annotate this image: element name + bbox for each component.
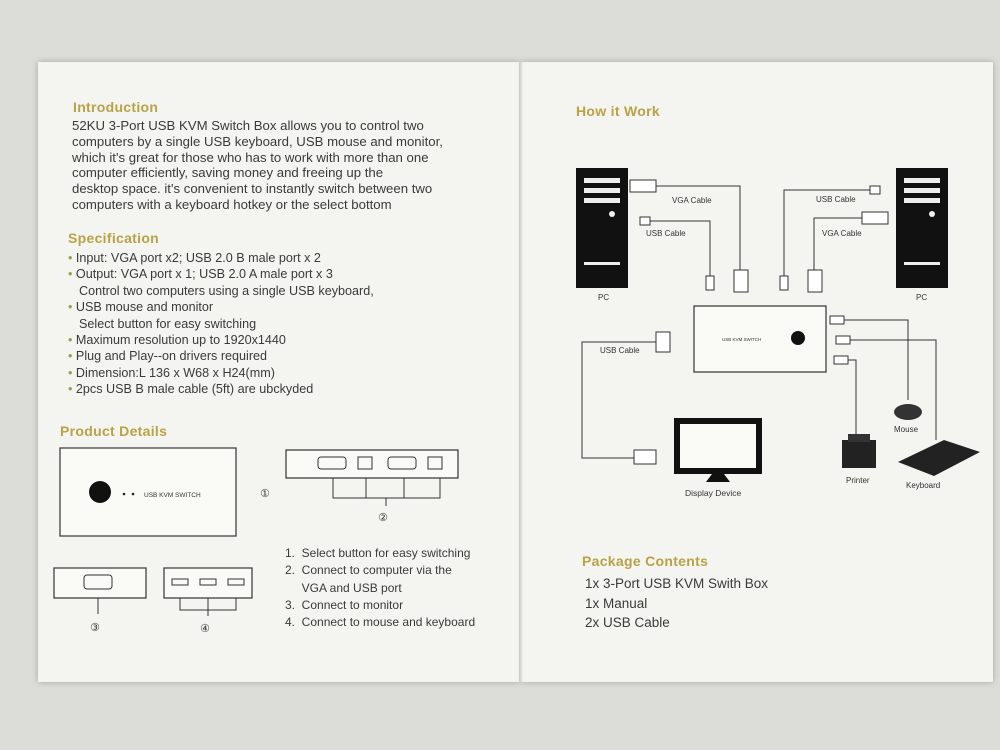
page-fold xyxy=(519,62,523,682)
spec-text: USB mouse and monitor xyxy=(75,300,214,315)
specification-heading: Specification xyxy=(68,230,160,246)
details-item: 4. Connect to mouse and keyboard xyxy=(285,615,476,630)
spec-text: Maximum resolution up to 1920x1440 xyxy=(75,333,286,348)
specification-list: • Input: VGA port x2; USB 2.0 B male por… xyxy=(68,250,374,398)
spec-text: Control two computers using a single USB… xyxy=(79,283,374,298)
spec-item: • Dimension:L 136 x W68 x H24(mm) xyxy=(68,365,374,381)
spec-item: • Output: VGA port x 1; USB 2.0 A male p… xyxy=(68,266,374,282)
introduction-text: 52KU 3-Port USB KVM Switch Box allows yo… xyxy=(72,118,443,213)
bullet-icon: • xyxy=(68,251,76,265)
bullet-icon: • xyxy=(68,365,76,380)
package-item: 2x USB Cable xyxy=(585,615,670,630)
intro-line: desktop space. it's convenient to instan… xyxy=(72,181,433,197)
intro-line: computer efficiently, saving money and f… xyxy=(72,165,384,181)
how-it-work-heading: How it Work xyxy=(576,103,660,119)
bullet-icon: • xyxy=(68,349,76,364)
spec-text: Output: VGA port x 1; USB 2.0 A male por… xyxy=(75,267,333,282)
details-list: 1. Select button for easy switching 2. C… xyxy=(285,545,475,631)
package-contents-heading: Package Contents xyxy=(582,553,709,569)
details-item: 1. Select button for easy switching xyxy=(285,546,471,560)
details-item: VGA and USB port xyxy=(285,580,402,595)
spec-item: • Plug and Play--on drivers required xyxy=(68,348,374,364)
bullet-icon: • xyxy=(68,267,76,282)
package-item: 1x Manual xyxy=(585,595,648,611)
spec-text: Input: VGA port x2; USB 2.0 B male port … xyxy=(75,251,321,265)
details-item: 3. Connect to monitor xyxy=(285,597,404,612)
spec-text: Dimension:L 136 x W68 x H24(mm) xyxy=(75,365,275,380)
spec-item: • USB mouse and monitor xyxy=(68,299,374,315)
spec-item: • 2pcs USB B male cable (5ft) are ubckyd… xyxy=(68,381,374,397)
spec-text: Select button for easy switching xyxy=(79,316,257,331)
intro-line: 52KU 3-Port USB KVM Switch Box allows yo… xyxy=(72,118,424,133)
intro-line: computers by a single USB keyboard, USB … xyxy=(72,133,443,149)
spec-text: 2pcs USB B male cable (5ft) are ubckyded xyxy=(75,382,314,397)
introduction-heading: Introduction xyxy=(73,99,159,115)
package-list: 1x 3-Port USB KVM Swith Box 1x Manual 2x… xyxy=(585,574,768,633)
bullet-icon: • xyxy=(68,300,76,315)
bullet-icon: • xyxy=(68,333,76,348)
details-item: 2. Connect to computer via the xyxy=(285,563,452,578)
spec-item: Control two computers using a single USB… xyxy=(68,283,374,299)
spec-item: • Input: VGA port x2; USB 2.0 B male por… xyxy=(68,250,374,266)
bullet-icon: • xyxy=(68,382,76,397)
spec-text: Plug and Play--on drivers required xyxy=(75,349,268,364)
product-details-heading: Product Details xyxy=(60,423,168,439)
spec-item: • Maximum resolution up to 1920x1440 xyxy=(68,332,374,348)
intro-line: computers with a keyboard hotkey or the … xyxy=(72,196,392,212)
intro-line: which it's great for those who has to wo… xyxy=(72,149,429,165)
package-item: 1x 3-Port USB KVM Swith Box xyxy=(585,576,769,591)
spec-item: Select button for easy switching xyxy=(68,316,374,332)
